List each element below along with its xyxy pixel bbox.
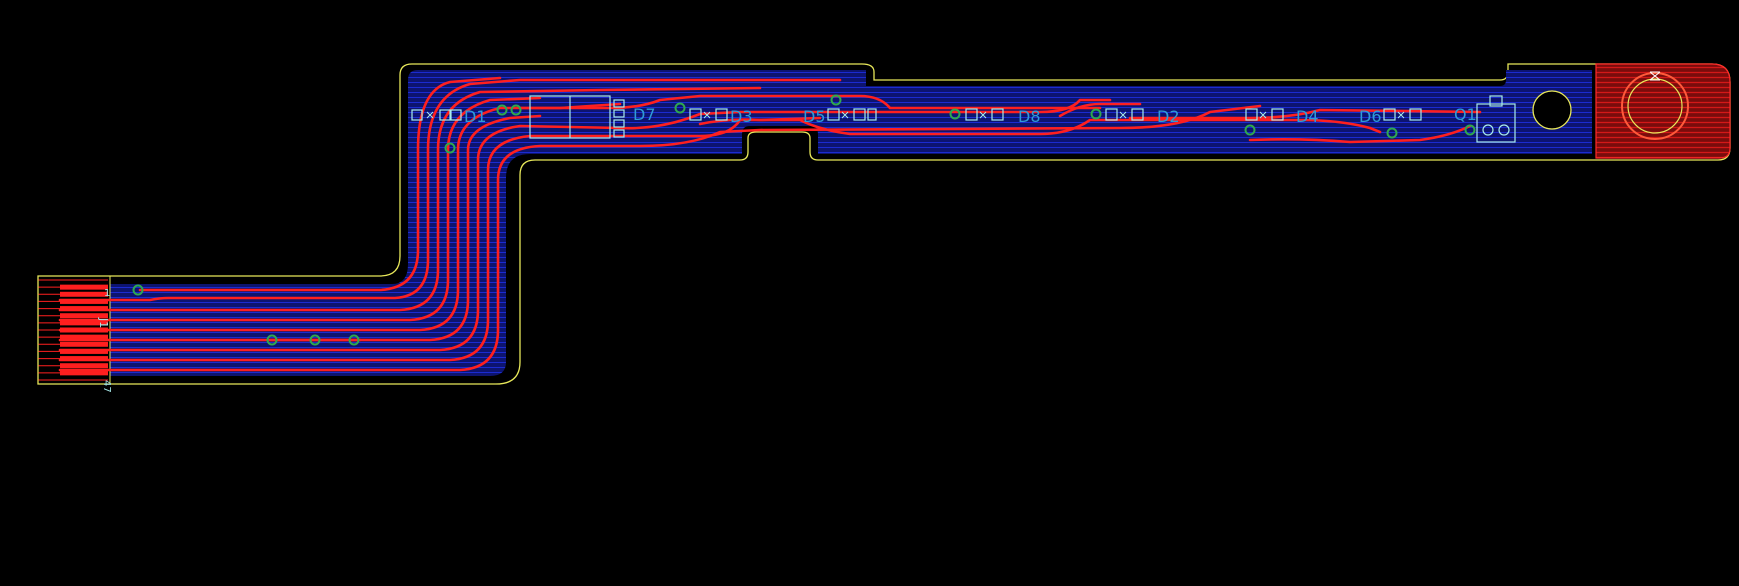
designator-d3: D3 [730,107,753,126]
designator-d5: D5 [803,107,826,126]
connector-pad [60,306,108,312]
pad [613,129,625,138]
designator-d4: D4 [1296,107,1319,126]
connector-pad [60,320,108,326]
trace-bundle [58,76,1482,372]
via [830,94,842,106]
via [348,334,360,346]
designator-d7: D7 [633,105,656,124]
via [496,104,508,116]
pad [439,109,451,121]
pad [1489,95,1503,107]
connector-pad [60,370,108,376]
connector-last-pin-marker: 47 [101,380,112,393]
pad [1271,108,1284,121]
pad [867,108,877,121]
pad [991,108,1004,121]
mounting-hole [1532,90,1572,130]
pad [613,119,625,128]
pad [1131,108,1144,121]
connector-fingers [37,275,111,385]
via-group [132,94,1476,346]
connector-pad [60,291,108,297]
pad-marks [426,111,1405,119]
connector-pin1-marker: 1 [104,288,110,299]
pad [689,108,702,121]
designator-d2: D2 [1157,107,1180,126]
pad [1245,108,1258,121]
designator-d6: D6 [1359,107,1382,126]
via [309,334,321,346]
trace-4 [58,94,1102,332]
pad [715,108,728,121]
trace-14 [1058,102,1142,118]
designator-j1: J1 [97,317,110,328]
pad [1409,108,1422,121]
pad [1383,108,1396,121]
trace-2 [58,86,762,312]
q1-outline [1476,103,1516,143]
connector-pad [60,334,108,340]
via [444,142,456,154]
trace-12 [1128,108,1482,120]
stiffener-area [1595,63,1731,159]
pad [1482,124,1494,136]
connector-pad [60,341,108,347]
designator-d1: D1 [464,107,487,126]
via [949,108,961,120]
connector-pad [60,348,108,354]
pad [1498,124,1510,136]
designator-q1: Q1 [1454,105,1477,124]
pad [613,99,625,108]
connector-pad [60,298,108,304]
trace-13 [1248,124,1472,144]
trace-5 [58,114,542,342]
pad [827,108,840,121]
connector-pad [60,284,108,290]
pad [411,109,423,121]
via [510,104,522,116]
pad [965,108,978,121]
board-outline [37,63,1731,385]
trace-10 [518,102,622,110]
via [1090,108,1102,120]
trace-8 [58,104,1262,372]
designator-d8: D8 [1018,107,1041,126]
footprints [411,95,1516,143]
via [1386,127,1398,139]
via [1244,124,1256,136]
trace-11 [698,116,822,126]
connector-pad [60,363,108,369]
via [674,102,686,114]
pad [853,108,866,121]
trace-9 [138,76,502,292]
trace-1 [58,78,842,302]
trace-6 [58,98,1112,352]
trace-3 [58,96,542,322]
via [266,334,278,346]
mounting-ring [1621,71,1689,140]
connector-pad [60,356,108,362]
pad [613,109,625,118]
pad [1105,108,1118,121]
connector-pad [60,313,108,319]
pad [450,109,462,121]
via [132,284,144,296]
via [1464,124,1476,136]
